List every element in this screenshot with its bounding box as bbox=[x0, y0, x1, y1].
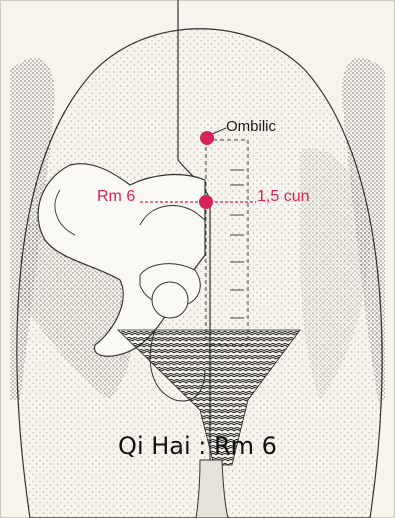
caption: Qi Hai : Rm 6 bbox=[0, 432, 395, 460]
ombilic-point bbox=[200, 131, 214, 145]
distance-label: 1,5 cun bbox=[257, 188, 309, 206]
rm6-point bbox=[199, 195, 213, 209]
rm6-label: Rm 6 bbox=[97, 188, 135, 206]
femoral-head bbox=[152, 282, 188, 318]
ombilic-label: Ombilic bbox=[226, 118, 276, 135]
